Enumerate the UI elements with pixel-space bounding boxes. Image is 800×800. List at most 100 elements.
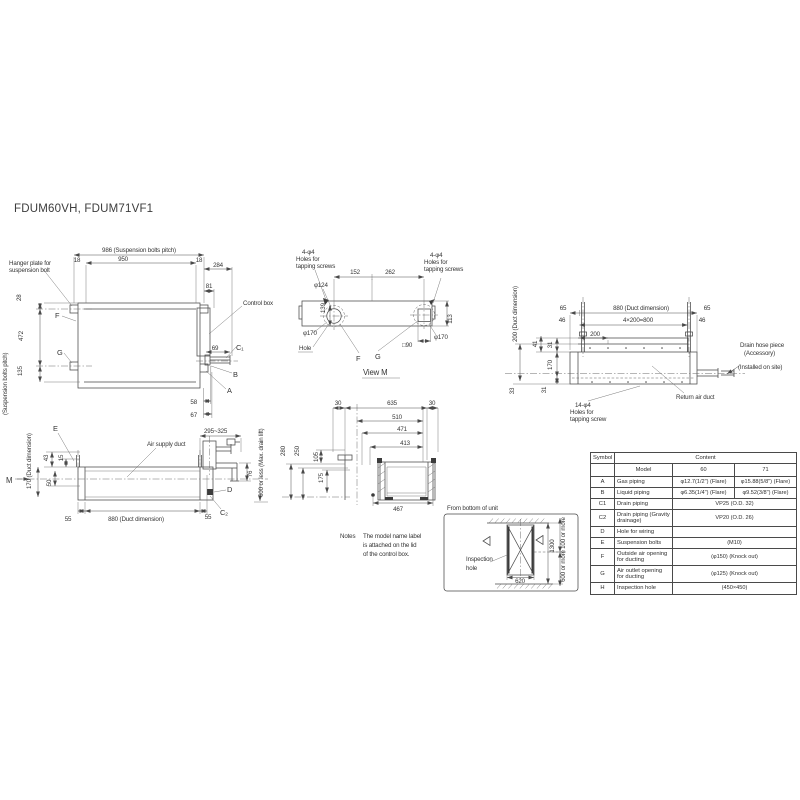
dim-105: 105 <box>313 451 320 462</box>
control-box-label: Control box <box>243 300 274 307</box>
dim-55-left: 55 <box>65 516 72 523</box>
dim-284: 284 <box>213 262 224 269</box>
dim-635: 635 <box>387 400 398 407</box>
dim-135: 135 <box>17 365 24 376</box>
dim-65-left: 65 <box>560 305 567 312</box>
symbol-a: A <box>590 476 615 488</box>
drain-hose-label-2: (Accessory) <box>744 350 775 357</box>
model-71: 71 <box>734 463 797 477</box>
dim-175: 175 <box>318 472 325 483</box>
callout-a: A <box>227 386 232 395</box>
drain-hose-label-3: (Installed on site) <box>738 364 782 371</box>
model-title: FDUM60VH, FDUM71VF1 <box>14 203 154 215</box>
dim-76: 76 <box>247 470 254 477</box>
return-air-duct-label: Return air duct <box>676 394 715 401</box>
dim-28: 28 <box>16 294 23 301</box>
table-row: D Hole for wiring <box>590 526 797 538</box>
dim-152: 152 <box>350 269 361 276</box>
dim-950: 950 <box>118 256 129 263</box>
view-m: 4-φ4 Holes for tapping screws 4-φ4 Holes… <box>296 249 463 379</box>
symbol-d: D <box>590 526 615 538</box>
holes-note-right-2: Holes for <box>424 259 447 266</box>
gas-piping-60: φ12.7(1/2") (Flare) <box>672 476 735 488</box>
dim-1300: 1300 <box>549 539 556 553</box>
dim-880-duct: 880 (Duct dimension) <box>613 305 669 312</box>
hole-for-wiring-value <box>672 526 797 538</box>
model-row-blank <box>590 463 615 477</box>
dim-113: 113 <box>447 314 454 324</box>
holes14-note-3: tapping screw <box>570 416 607 423</box>
symbol-c1: C1 <box>590 498 615 510</box>
notes-line-2: is attached on the lid <box>363 542 417 549</box>
plan-view: 986 (Suspension bolts pitch) 950 18 18 2… <box>2 247 274 419</box>
symbol-f: F <box>590 548 615 566</box>
dim-18-left: 18 <box>74 257 81 264</box>
notes-block: Notes The model name label is attached o… <box>340 533 421 558</box>
dim-41: 41 <box>532 340 539 347</box>
drain-piping-gravity-value: VP20 (O.D. 26) <box>672 509 797 527</box>
dim-200: 200 <box>590 331 601 338</box>
inspection-hole-label-1: Inspection <box>466 556 493 563</box>
dim-472: 472 <box>18 330 25 341</box>
liquid-piping-71: φ9.52(3/8") (Flare) <box>734 487 797 499</box>
table-row: A Gas piping φ12.7(1/2") (Flare) φ15.88(… <box>590 476 797 488</box>
view-m-caption: View M <box>363 368 388 377</box>
item-liquid-piping: Liquid piping <box>614 487 673 499</box>
holes14-note-2: Holes for <box>570 409 593 416</box>
dia-170-right: φ170 <box>434 334 448 341</box>
table-row: C1 Drain piping VP25 (O.D. 32) <box>590 498 797 510</box>
callout-d: D <box>227 485 232 494</box>
inspection-hole-label-2: hole <box>466 565 478 572</box>
suspension-pitch-note: (Suspension bolts pitch) <box>2 352 9 415</box>
item-drain-piping: Drain piping <box>614 498 673 510</box>
hanger-plate-label-2: suspension bolt <box>9 267 50 274</box>
symbol-c2: C2 <box>590 509 615 527</box>
air-outlet-opening-value: (φ125) (Knock out) <box>672 565 797 583</box>
dim-280: 280 <box>280 445 287 456</box>
table-header-row: Symbol Content <box>590 452 797 464</box>
table-row: C2 Drain piping (Gravity drainage) VP20 … <box>590 509 797 527</box>
symbol-e: E <box>590 537 615 549</box>
item-suspension-bolts: Suspension bolts <box>614 537 673 549</box>
section-view: 30 635 30 510 471 413 105 175 250 280 46… <box>280 400 439 513</box>
notes-line-3: of the control box. <box>363 551 410 558</box>
dim-986: 986 (Suspension bolts pitch) <box>102 247 176 254</box>
item-drain-piping-gravity: Drain piping (Gravity drainage) <box>614 509 673 527</box>
holes-note-left-2: Holes for <box>296 256 319 263</box>
dim-170-right-view: 170 <box>547 359 554 370</box>
callout-c2: C₂ <box>220 508 228 517</box>
dim-65-right: 65 <box>704 305 711 312</box>
table-row: E Suspension bolts (M10) <box>590 537 797 549</box>
symbol-g: G <box>590 565 615 583</box>
dim-46-right: 46 <box>699 317 706 324</box>
symbol-h: H <box>590 582 615 595</box>
dim-4x200: 4×200=800 <box>623 317 654 324</box>
dim-100-or-more: 100 or more <box>560 516 567 548</box>
item-hole-for-wiring: Hole for wiring <box>614 526 673 538</box>
dim-139: 139 <box>320 302 327 313</box>
dim-620: 620 <box>515 578 526 585</box>
square-90: □90 <box>402 342 413 349</box>
item-outside-air-opening: Outside air opening for ducting <box>614 548 673 566</box>
dim-295-325: 295~325 <box>204 428 228 435</box>
table-row: F Outside air opening for ducting (φ150)… <box>590 548 797 566</box>
header-content: Content <box>614 452 797 464</box>
duct-height-front: 170 (Duct dimension) <box>26 433 33 489</box>
duct-height-note: 200 (Duct dimension) <box>512 286 519 342</box>
hole-label: Hole <box>299 345 312 352</box>
dim-18-right: 18 <box>196 257 203 264</box>
notes-heading: Notes <box>340 533 355 540</box>
dim-250: 250 <box>294 445 301 456</box>
holes-note-left-1: 4-φ4 <box>302 249 315 256</box>
dim-33: 33 <box>509 387 516 394</box>
dim-69: 69 <box>212 345 219 352</box>
dim-262: 262 <box>385 269 396 276</box>
front-view: E Air supply duct 295~325 600 or less (M… <box>6 424 268 523</box>
holes14-note-1: 14-φ4 <box>575 402 591 409</box>
dim-467: 467 <box>393 506 404 513</box>
model-60: 60 <box>672 463 735 477</box>
callout-b: B <box>233 370 238 379</box>
inset-frame <box>443 513 579 592</box>
right-side-view: 200 (Duct dimension) 33 65 46 880 (Duct … <box>505 286 785 423</box>
